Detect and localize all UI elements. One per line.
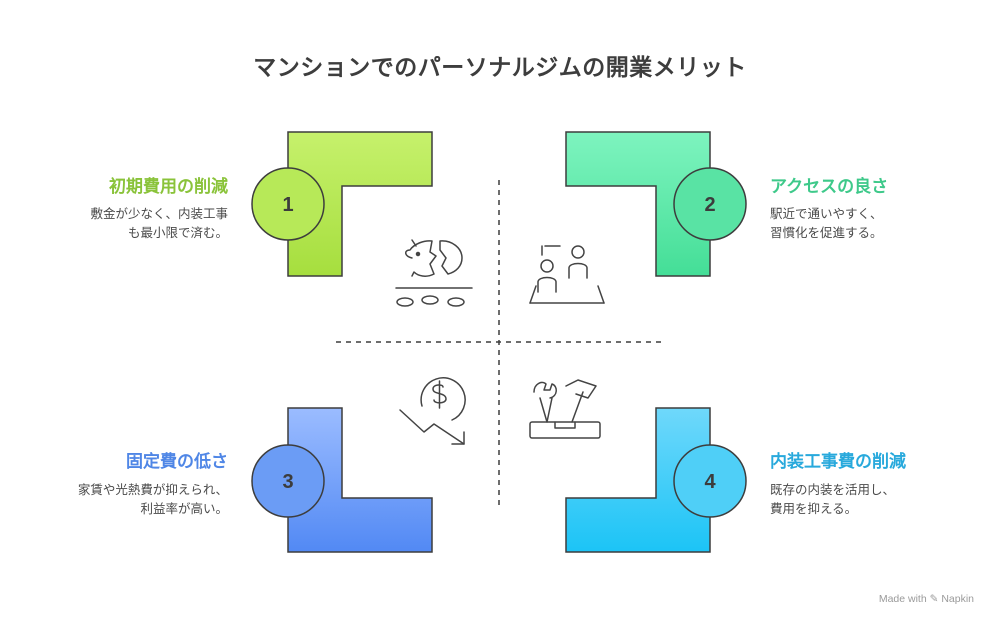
- quadrant-2-shape: [565, 131, 711, 277]
- napkin-credit[interactable]: Made with ✎ Napkin: [878, 593, 974, 605]
- quadrant-2-title: アクセスの良さ: [770, 177, 889, 197]
- dollar-down-trend-icon: [399, 377, 466, 445]
- number-circle-2: [673, 167, 747, 241]
- number-circle-4: [673, 444, 747, 518]
- number-circle-3: [251, 444, 325, 518]
- quadrant-3-title: 固定費の低さ: [126, 452, 228, 472]
- toolbox-icon: [529, 379, 601, 439]
- quadrant-1-desc: 敷金が少なく、内装工事 も最小限で済む。: [90, 206, 228, 240]
- broken-piggy-bank-icon: [395, 239, 473, 307]
- quadrant-4-desc: 既存の内装を活用し、 費用を抑える。: [770, 482, 896, 516]
- quadrant-4-shape: [565, 407, 711, 553]
- quadrant-1-title: 初期費用の削減: [109, 177, 228, 197]
- number-3: 3: [282, 471, 293, 493]
- page-title: マンションでのパーソナルジムの開業メリット: [253, 55, 747, 81]
- number-4: 4: [704, 471, 716, 493]
- quadrant-1-shape: [287, 131, 433, 277]
- quadrant-4-title: 内装工事費の削減: [770, 452, 906, 472]
- number-1: 1: [282, 194, 293, 216]
- quadrant-3-shape: [287, 407, 433, 553]
- quadrant-3-desc: 家賃や光熱費が抑えられ、 利益率が高い。: [77, 482, 228, 516]
- quadrant-2-desc: 駅近で通いやすく、 習慣化を促進する。: [770, 206, 883, 240]
- number-2: 2: [704, 194, 715, 216]
- number-circle-1: [251, 167, 325, 241]
- two-people-icon: [529, 245, 605, 304]
